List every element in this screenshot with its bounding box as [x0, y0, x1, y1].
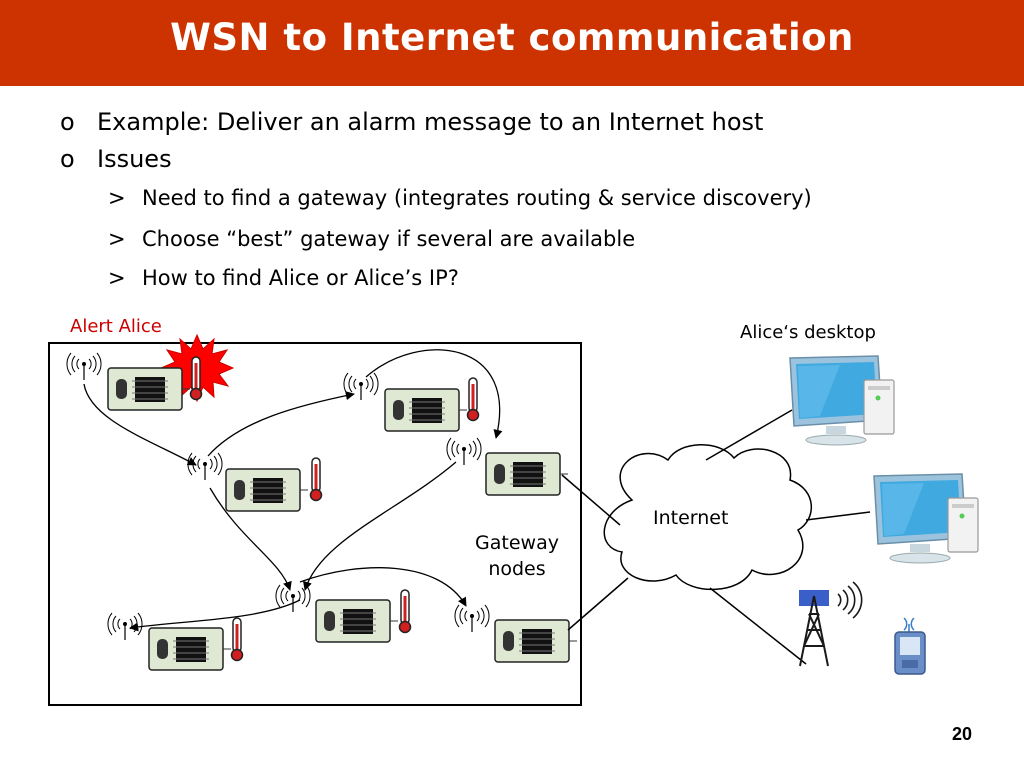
- gateway-label-line1: Gateway: [475, 532, 559, 554]
- slide-title: WSN to Internet communication: [170, 16, 854, 59]
- sub-bullet-text: Choose “best” gateway if several are ava…: [142, 227, 636, 251]
- bullet-marker: o: [60, 145, 75, 173]
- sensor-network-boundary: [48, 342, 582, 706]
- bullet-text: Issues: [97, 145, 172, 173]
- sub-bullet-text: How to find Alice or Alice’s IP?: [142, 266, 459, 290]
- gateway-node-bottom: [454, 604, 578, 663]
- sensor-node-alert: [66, 333, 235, 411]
- sensor-node-center-left: [187, 452, 323, 512]
- sensor-node-bottom-middle: [275, 584, 412, 643]
- sub-bullet-marker: >: [108, 266, 126, 290]
- internet-cloud: [603, 444, 813, 591]
- sub-bullet-text: Need to find a gateway (integrates routi…: [142, 186, 812, 210]
- sub-bullet-marker: >: [108, 227, 126, 251]
- gateway-nodes-label: Gateway nodes: [462, 530, 572, 582]
- sub-bullet-marker: >: [108, 186, 126, 210]
- internet-label: Internet: [653, 507, 729, 529]
- routing-arrows: [83, 349, 503, 632]
- bullet-marker: o: [60, 108, 75, 136]
- pda-device-icon: [894, 617, 926, 675]
- alice-desktop-label: Alice‘s desktop: [740, 322, 876, 343]
- alert-alice-label: Alert Alice: [70, 316, 162, 337]
- alice-desktop-computer: [789, 355, 895, 446]
- gateway-label-line2: nodes: [488, 558, 546, 580]
- gateway-node-top: [446, 437, 569, 496]
- sensor-node-bottom-left: [107, 612, 244, 671]
- sensor-node-top-middle: [343, 372, 480, 432]
- cell-tower-icon: [799, 581, 863, 667]
- page-number: 20: [951, 724, 972, 744]
- desktop-computer: [873, 473, 979, 564]
- bullet-text: Example: Deliver an alarm message to an …: [97, 108, 764, 136]
- title-bar: [0, 0, 1024, 86]
- internet-links: [561, 409, 871, 665]
